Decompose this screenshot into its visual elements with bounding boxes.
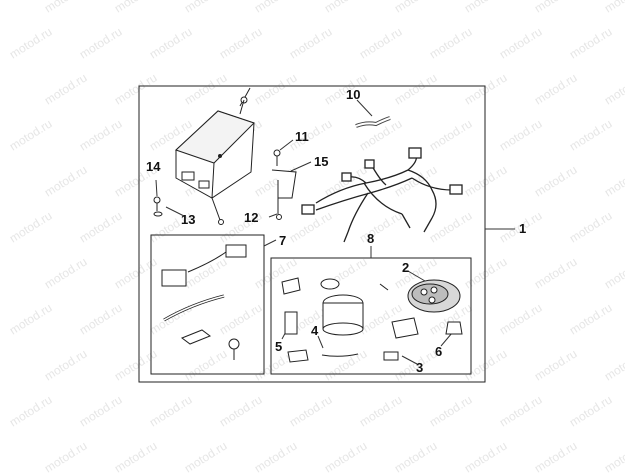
callout-6: 6 <box>435 344 443 359</box>
callout-12: 12 <box>244 210 259 225</box>
group-7-frame <box>150 234 265 375</box>
callout-2: 2 <box>402 260 410 275</box>
bolt-icon <box>153 196 163 217</box>
group-8-parts <box>281 277 463 363</box>
tube-icon <box>355 116 391 128</box>
main-frame <box>138 85 486 383</box>
remote-key-fob-icon <box>407 279 461 313</box>
callout-8: 8 <box>367 231 375 246</box>
screw-icon <box>273 149 281 166</box>
callout-15: 15 <box>314 154 329 169</box>
callout-14: 14 <box>146 159 161 174</box>
callout-5: 5 <box>275 339 283 354</box>
group-7-parts <box>161 244 247 360</box>
bracket-icon <box>271 169 297 220</box>
siren-icon <box>320 278 364 336</box>
callout-4: 4 <box>311 323 319 338</box>
callout-1: 1 <box>519 221 527 236</box>
callout-11: 11 <box>295 129 309 144</box>
wiring-harness-icon <box>301 147 463 243</box>
callout-10: 10 <box>346 87 361 102</box>
callout-3: 3 <box>416 360 424 375</box>
control-module-icon <box>175 87 255 225</box>
callout-7: 7 <box>279 233 287 248</box>
callout-13: 13 <box>181 212 196 227</box>
